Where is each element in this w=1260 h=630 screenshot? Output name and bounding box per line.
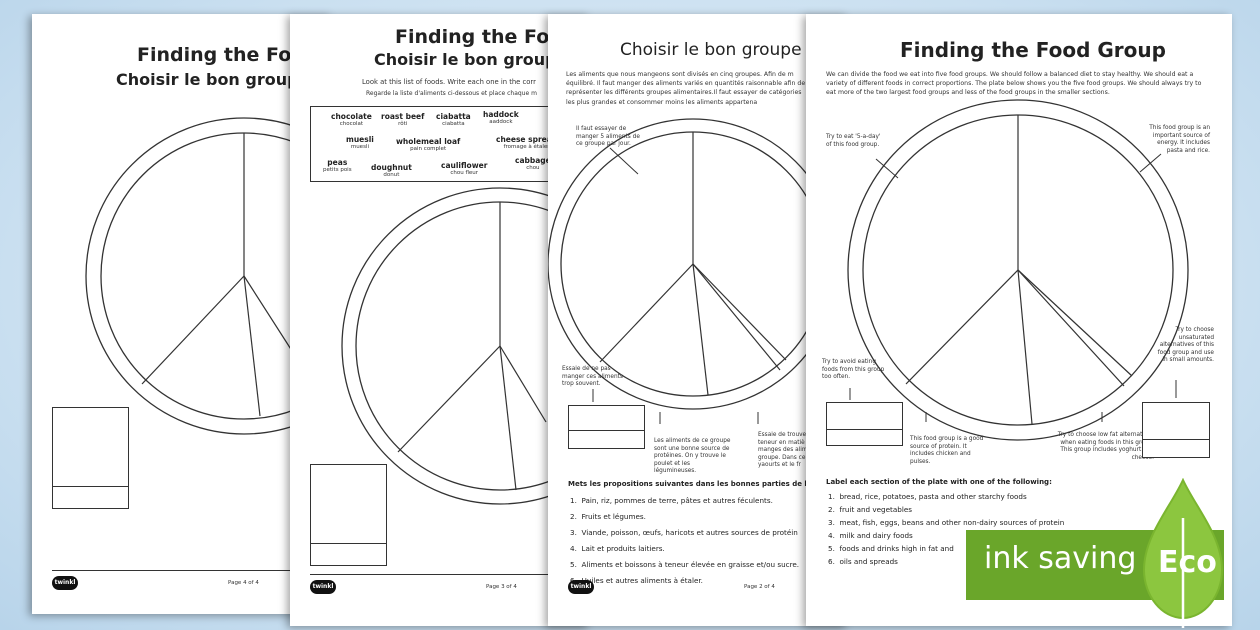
eco-leaf-icon xyxy=(1142,478,1224,628)
list-item: 2. Fruits et légumes. xyxy=(570,512,646,521)
page-number: Page 2 of 4 xyxy=(744,584,775,590)
worksheet-page-3: Finding the Food Choisir le bon groupe d… xyxy=(290,14,590,626)
label-box xyxy=(52,407,129,509)
instruction: Label each section of the plate with one… xyxy=(826,478,1052,486)
page-title-fr: Choisir le bon groupe d xyxy=(116,70,327,89)
page-title-en: Finding the Food xyxy=(137,44,318,66)
label-box xyxy=(1142,402,1210,458)
instruction: Mets les propositions suivantes dans les… xyxy=(568,480,818,488)
list-item: 4. Lait et produits laitiers. xyxy=(570,544,665,553)
intro-text: Les aliments que nous mangeons sont divi… xyxy=(566,71,806,106)
list-item: 6. oils and spreads xyxy=(828,557,898,566)
list-item: 2. fruit and vegetables xyxy=(828,505,912,514)
twinkl-logo: twinkl xyxy=(52,576,78,590)
twinkl-logo: twinkl xyxy=(310,580,336,594)
list-item: 5. Aliments et boissons à teneur élevée … xyxy=(570,560,800,569)
intro-text: We can divide the food we eat into five … xyxy=(826,71,1202,97)
page-number: Page 3 of 4 xyxy=(486,584,517,590)
intro-en: Look at this list of foods. Write each o… xyxy=(362,78,536,86)
list-item: 3. meat, fish, eggs, beans and other non… xyxy=(828,518,1065,527)
note-protein: Les aliments de ce groupe sont une bonne… xyxy=(654,438,731,474)
intro-fr: Regarde la liste d'aliments ci-dessous e… xyxy=(366,90,537,97)
note-dairy: Try to choose low fat alternatives when … xyxy=(1057,432,1154,461)
worksheet-page-4: Finding the Food Choisir le bon groupe d… xyxy=(32,14,332,614)
note-avoid: Try to avoid eating foods from this grou… xyxy=(822,359,885,380)
ink-saving-label: ink saving xyxy=(984,541,1137,576)
page-title-fr: Choisir le bon groupe d xyxy=(374,50,585,69)
list-item: 4. milk and dairy foods xyxy=(828,531,913,540)
note-oils: Try to choose unsaturated alternatives o… xyxy=(1157,327,1214,363)
list-item: 1. Pain, riz, pommes de terre, pâtes et … xyxy=(570,496,773,505)
page-title: Choisir le bon groupe a xyxy=(620,40,818,60)
note-dairy: Essaie de trouver teneur en matiè manges… xyxy=(758,432,809,468)
eco-label: Eco xyxy=(1158,545,1217,580)
note-fruit: Try to eat '5-a-day' of this food group. xyxy=(826,134,881,148)
note-protein: This food group is a good source of prot… xyxy=(910,436,984,465)
page-title-en: Finding the Food xyxy=(395,26,576,48)
label-box xyxy=(826,402,903,446)
list-item: 1. bread, rice, potatoes, pasta and othe… xyxy=(828,492,1027,501)
list-item: 5. foods and drinks high in fat and xyxy=(828,544,954,553)
plate-diagram xyxy=(341,187,590,505)
note-fruit: Il faut essayer de manger 5 aliments de … xyxy=(576,126,640,147)
page-number: Page 4 of 4 xyxy=(228,580,259,586)
worksheet-page-2: Choisir le bon groupe a Les aliments que… xyxy=(548,14,848,626)
page-title: Finding the Food Group xyxy=(900,38,1166,62)
twinkl-logo: twinkl xyxy=(568,580,594,594)
list-item: 3. Viande, poisson, œufs, haricots et au… xyxy=(570,528,798,537)
plate-diagram xyxy=(85,117,332,435)
label-box xyxy=(568,405,645,449)
note-avoid: Essaie de ne pas manger ces aliments tro… xyxy=(562,366,623,387)
plate-diagram xyxy=(847,99,1189,441)
note-energy: This food group is an important source o… xyxy=(1149,125,1210,154)
label-box xyxy=(310,464,387,566)
